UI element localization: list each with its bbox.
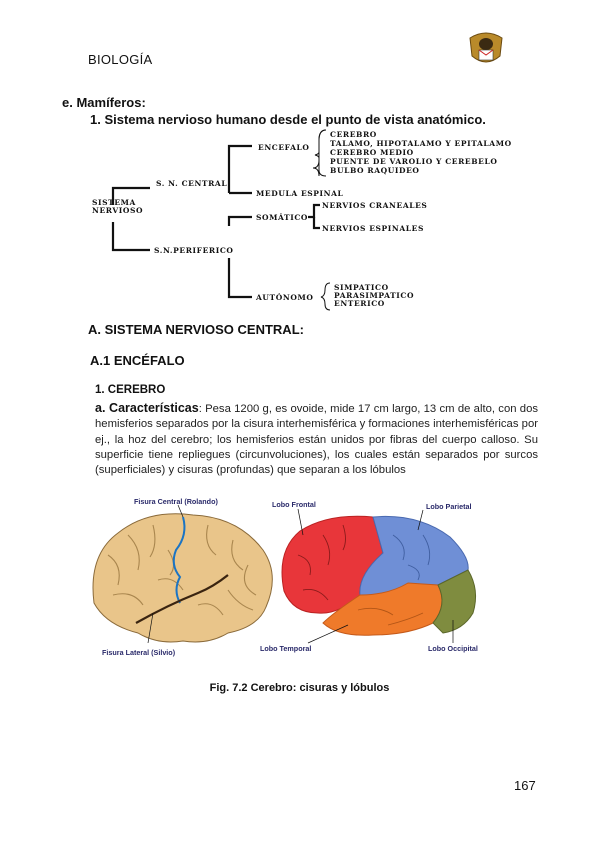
diagram-encefalo-item: CEREBRO MEDIO <box>330 148 414 157</box>
characteristics-paragraph: a. Características: Pesa 1200 g, es ovoi… <box>95 401 538 478</box>
section-a-heading: A. SISTEMA NERVIOSO CENTRAL: <box>88 322 304 337</box>
diagram-encefalo-item: BULBO RAQUIDEO <box>330 166 420 175</box>
university-seal-logo <box>469 32 503 63</box>
figure-caption: Fig. 7.2 Cerebro: cisuras y lóbulos <box>209 682 390 694</box>
diagram-autonomo: AUTÓNOMO <box>255 293 314 302</box>
brain-figure: Fisura Central (Rolando) Fisura Lateral … <box>92 497 478 657</box>
section-a1-heading: A.1 ENCÉFALO <box>90 353 185 368</box>
diagram-snc: S. N. CENTRAL <box>156 179 227 188</box>
label-temporal-lobe: Lobo Temporal <box>260 644 311 653</box>
diagram-encefalo-item: TALAMO, HIPOTALAMO Y EPITALAMO <box>330 139 512 148</box>
diagram-encefalo-item: PUENTE DE VAROLIO Y CEREBELO <box>330 157 498 166</box>
diagram-root-label-2: NERVIOSO <box>92 206 143 215</box>
label-lateral-fissure: Fisura Lateral (Silvio) <box>102 648 176 657</box>
item-1-heading: 1. CEREBRO <box>95 384 166 396</box>
brain-fissures-illustration: Fisura Central (Rolando) Fisura Lateral … <box>92 497 273 657</box>
page-number: 167 <box>514 778 536 793</box>
diagram-medula: MEDULA ESPINAL <box>256 189 344 198</box>
diagram-snp: S.N.PERIFERICO <box>154 246 234 255</box>
diagram-somatico-item: NERVIOS CRANEALES <box>322 201 427 210</box>
section-e-heading: e. Mamíferos: <box>62 95 146 110</box>
diagram-autonomo-item: SIMPATICO <box>334 283 389 292</box>
paragraph-body: : Pesa 1200 g, es ovoide, mide 17 cm lar… <box>95 403 539 477</box>
diagram-somatico: SOMÁTICO <box>256 213 308 222</box>
diagram-encefalo-item: CEREBRO <box>330 130 377 139</box>
diagram-somatico-item: NERVIOS ESPINALES <box>322 224 424 233</box>
brain-lobes-illustration: Lobo Frontal Lobo Parietal Lobo Temporal… <box>260 500 478 653</box>
diagram-encefalo: ENCEFALO <box>258 143 310 152</box>
diagram-autonomo-item: ENTERICO <box>334 299 385 308</box>
label-frontal-lobe: Lobo Frontal <box>272 500 316 509</box>
page-header-title: BIOLOGÍA <box>88 52 153 67</box>
diagram-autonomo-item: PARASIMPATICO <box>334 291 414 300</box>
label-occipital-lobe: Lobo Occipital <box>428 644 478 653</box>
paragraph-lead: a. Características <box>95 401 199 415</box>
label-parietal-lobe: Lobo Parietal <box>426 502 472 511</box>
section-e-item-title: 1. Sistema nervioso humano desde el punt… <box>90 112 486 127</box>
diagram-root-label: SISTEMA <box>92 198 136 207</box>
label-central-fissure: Fisura Central (Rolando) <box>134 497 218 506</box>
